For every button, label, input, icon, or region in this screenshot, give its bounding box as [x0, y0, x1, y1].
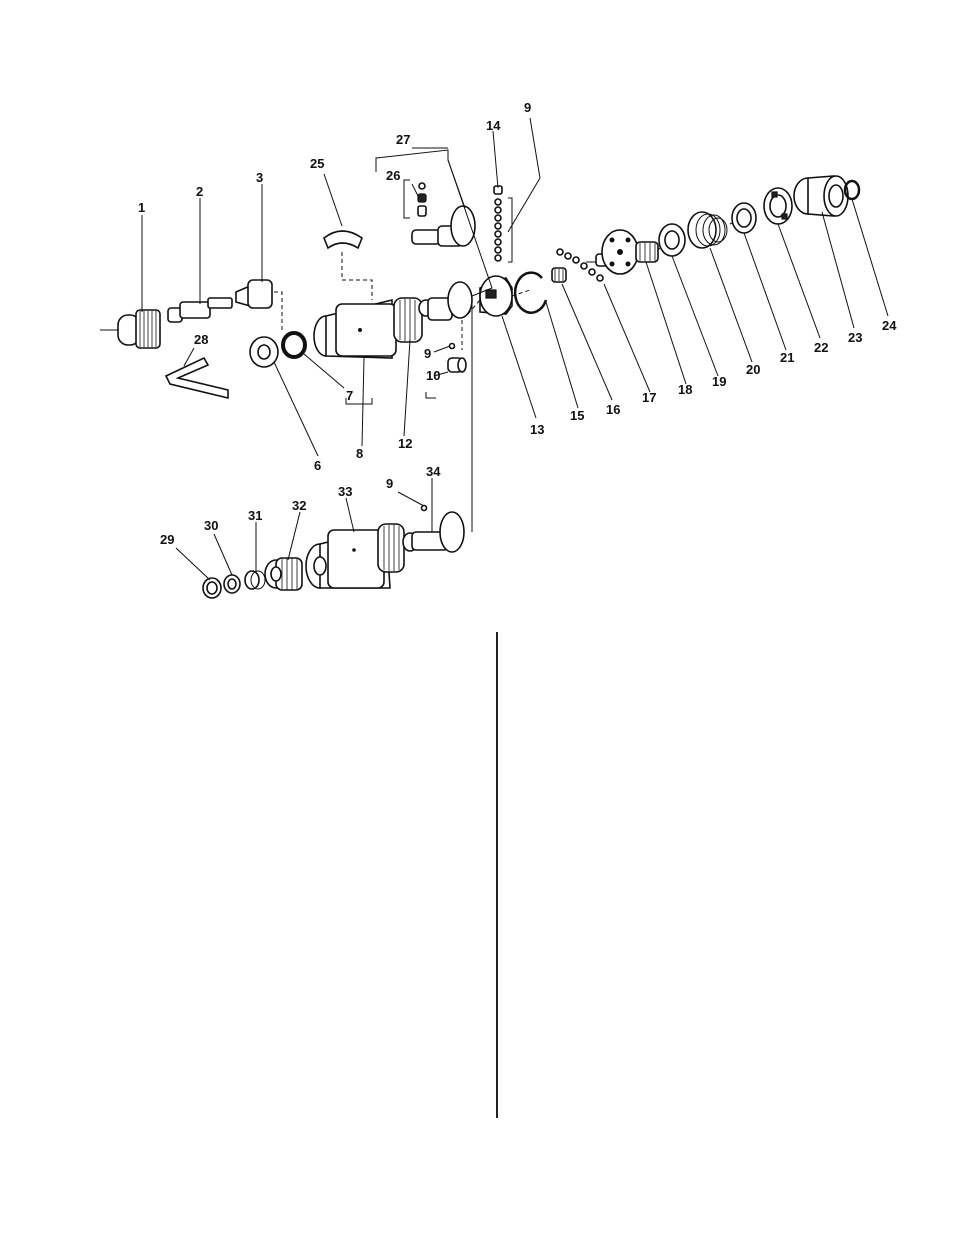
callout-17: 17	[642, 390, 656, 405]
callout-26: 26	[386, 168, 400, 183]
callout-28: 28	[194, 332, 208, 347]
callout-9-top: 9	[524, 100, 531, 115]
part-32-knurled-nut	[265, 558, 302, 590]
part-10-pin	[448, 358, 466, 372]
part-15-snap-ring	[515, 273, 546, 313]
callout-27: 27	[396, 132, 410, 147]
callout-3: 3	[256, 170, 263, 185]
part-21-washer	[732, 203, 756, 233]
part-3-collet	[236, 280, 272, 308]
part-29-ring	[203, 578, 221, 598]
callout-20: 20	[746, 362, 760, 377]
callout-33: 33	[338, 484, 352, 499]
callout-7: 7	[346, 388, 353, 403]
part-26-screws	[418, 183, 426, 216]
callout-19: 19	[712, 374, 726, 389]
part-34-output-shaft	[403, 512, 464, 552]
part-7-o-ring	[283, 333, 305, 357]
part-23-end-cap	[794, 176, 848, 216]
callout-29: 29	[160, 532, 174, 547]
callout-30: 30	[204, 518, 218, 533]
part-9-ball	[450, 344, 455, 349]
callout-15: 15	[570, 408, 584, 423]
callout-25: 25	[310, 156, 324, 171]
part-31-ring-stack	[245, 571, 265, 589]
callout-9-lower: 9	[386, 476, 393, 491]
part-18-anvil	[586, 230, 658, 274]
part-1-chuck	[100, 310, 160, 348]
callout-12: 12	[398, 436, 412, 451]
part-14-ball-column	[494, 186, 502, 261]
callout-2: 2	[196, 184, 203, 199]
part-12-cylinder	[419, 282, 472, 320]
callout-16: 16	[606, 402, 620, 417]
callout-21: 21	[780, 350, 794, 365]
part-19-washer	[659, 224, 685, 256]
callout-31: 31	[248, 508, 262, 523]
part-16-spring	[552, 268, 566, 282]
callout-10: 10	[426, 368, 440, 383]
callout-24: 24	[882, 318, 897, 333]
callout-34: 34	[426, 464, 441, 479]
callout-1: 1	[138, 200, 145, 215]
callout-18: 18	[678, 382, 692, 397]
part-33-lower-housing	[306, 524, 404, 588]
callout-9-mid: 9	[424, 346, 431, 361]
callout-32: 32	[292, 498, 306, 513]
part-25-shoe	[324, 231, 362, 248]
callout-23: 23	[848, 330, 862, 345]
part-22-retainer	[764, 188, 792, 224]
callout-6: 6	[314, 458, 321, 473]
column-divider	[496, 632, 498, 1118]
part-20-spring	[688, 212, 727, 248]
part-28-hex-key	[166, 358, 228, 398]
callout-13: 13	[530, 422, 544, 437]
part-30-ring	[224, 575, 240, 593]
callout-22: 22	[814, 340, 828, 355]
part-13-rotor-housing	[480, 276, 512, 316]
housing-body	[314, 298, 422, 358]
part-9-ball-lower	[422, 506, 427, 511]
callout-14: 14	[486, 118, 501, 133]
callout-8: 8	[356, 446, 363, 461]
